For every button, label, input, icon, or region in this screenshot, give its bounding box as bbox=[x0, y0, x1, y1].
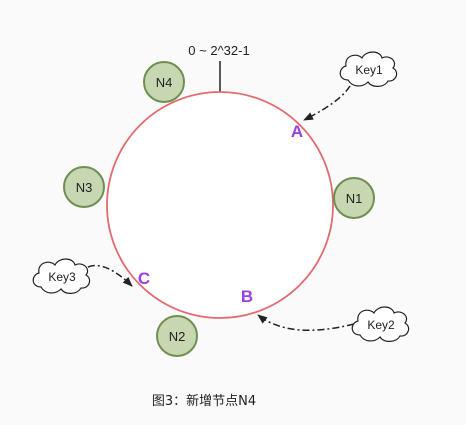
hash-ring bbox=[106, 91, 334, 319]
figure-caption: 图3：新增节点N4 bbox=[152, 393, 256, 409]
key2-arrow bbox=[257, 314, 355, 331]
node-n3: N3 bbox=[63, 166, 105, 208]
node-n2: N2 bbox=[156, 315, 198, 357]
key1-cloud: Key1 bbox=[339, 51, 398, 87]
point-c-label: C bbox=[138, 269, 150, 288]
node-n4: N4 bbox=[143, 61, 185, 103]
key2-label: Key2 bbox=[367, 318, 395, 332]
point-a-label: A bbox=[291, 122, 303, 141]
key3-arrow bbox=[87, 264, 133, 287]
key1-arrow bbox=[303, 85, 351, 121]
key1-label: Key1 bbox=[355, 63, 383, 77]
node-n3-label: N3 bbox=[76, 180, 93, 195]
point-b-label: B bbox=[241, 287, 253, 306]
key3-label: Key3 bbox=[48, 270, 76, 284]
key3-cloud: Key3 bbox=[32, 258, 91, 294]
node-n1-label: N1 bbox=[346, 191, 363, 206]
node-n2-label: N2 bbox=[169, 329, 186, 344]
node-n4-label: N4 bbox=[156, 75, 173, 90]
ring-range-label: 0 ~ 2^32-1 bbox=[188, 43, 249, 58]
key2-cloud: Key2 bbox=[351, 306, 410, 342]
node-n1: N1 bbox=[333, 177, 375, 219]
